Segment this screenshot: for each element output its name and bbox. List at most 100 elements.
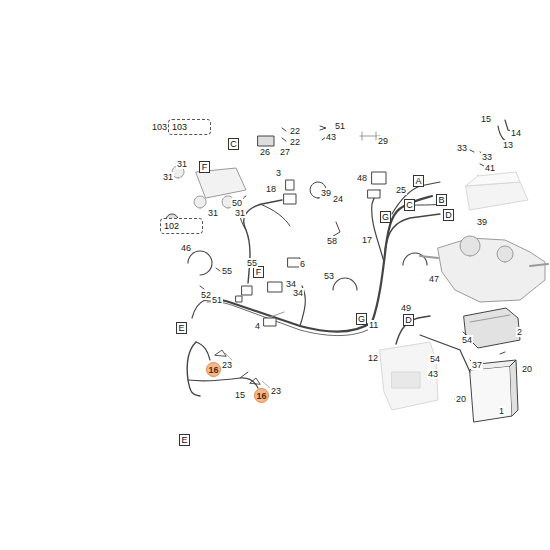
connector [236,296,242,302]
wire-harness-15 [240,372,248,378]
callout-number: 20 [521,364,533,374]
callout-number: 24 [332,194,344,204]
connector [286,180,294,190]
callout-text: 103 [172,122,187,132]
transaxle [460,236,513,262]
callout-text: G [358,314,365,324]
detail-box: 103 [168,119,211,135]
callout-number: 53 [323,271,335,281]
callout-number: 25 [395,185,407,195]
callout-number: 17 [361,235,373,245]
callout-number: 43 [325,132,337,142]
callout-number: 51 [334,121,346,131]
battery [470,366,512,422]
callout-text: C [406,200,413,210]
wire-branch [372,190,384,262]
connector-reference: D [443,209,454,221]
connector-reference: D [403,314,414,326]
callout-text: F [256,267,262,277]
connector-reference: E [176,322,187,334]
callout-number: 31 [162,172,174,182]
connector [368,190,380,198]
callout-number: 29 [377,136,389,146]
callout-text: F [202,162,208,172]
wire-branch [192,300,205,318]
callout-number: 54 [429,354,441,364]
callout-text: C [230,139,237,149]
transaxle [438,238,545,302]
connector-reference: E [179,434,190,446]
cable-tie [333,278,357,290]
callout-number: 31 [234,208,246,218]
callout-number: 55 [246,258,258,268]
callout-number: 43 [427,369,439,379]
highlight-callout: 16 [254,388,269,403]
callout-number: 22 [289,137,301,147]
callout-number: 39 [320,188,332,198]
callout-number: 55 [221,266,233,276]
callout-number: 47 [428,274,440,284]
connector-reference: G [380,211,391,223]
connector-reference: C [404,199,415,211]
wire-harness-15 [225,353,232,360]
highlight-callout: 16 [206,362,221,377]
screw [455,332,505,403]
callout-number: 50 [231,198,243,208]
callout-number: 33 [481,152,493,162]
callout-number: 34 [292,288,304,298]
callout-text: 16 [209,365,219,375]
connector-reference: F [199,161,210,173]
callout-text: 102 [164,221,179,231]
callout-text: E [181,435,187,445]
callout-text: B [438,195,444,205]
callout-number: 103 [151,122,168,132]
callout-number: 12 [367,353,379,363]
wire-harness-15 [250,378,260,384]
callout-number: 20 [455,394,467,404]
callout-number: 1 [498,406,505,416]
callout-number: 15 [234,390,246,400]
connector-reference: C [228,138,239,150]
cable-tie [403,253,427,265]
callout-number: 3 [275,168,282,178]
callout-text: D [445,210,452,220]
connector [242,286,252,295]
callout-number: 15 [480,114,492,124]
callout-number: 2 [516,327,523,337]
wire-harness-15 [262,381,270,388]
callout-number: 6 [299,259,306,269]
connector-reference: G [356,313,367,325]
callout-number: 23 [270,386,282,396]
callout-number: 31 [207,208,219,218]
battery-cover [470,315,510,322]
callout-number: 31 [176,159,188,169]
callout-number: 51 [211,295,223,305]
callout-text: G [382,212,389,222]
callout-number: 37 [471,360,483,370]
callout-number: 13 [502,140,514,150]
engine-plate [466,172,520,186]
wire-harness-15 [188,378,258,388]
connector-reference: B [436,194,447,206]
callout-number: 41 [484,163,496,173]
battery [510,360,518,416]
connector [268,282,282,292]
callout-number: 26 [259,147,271,157]
callout-text: 16 [257,391,267,401]
part-26 [258,136,274,146]
callout-number: 27 [279,147,291,157]
wire-harness [207,302,375,336]
bracket-4 [268,312,284,318]
connector [284,194,296,204]
callout-text: D [405,315,412,325]
callout-number: 11 [368,320,379,330]
wire-harness [205,196,432,332]
callout-text: E [178,323,184,333]
callout-number: 14 [510,128,522,138]
connector-reference: A [413,175,424,187]
wire-harness-15 [215,350,226,356]
part-51 [320,126,326,130]
wire-branch [260,204,290,226]
callout-number: 54 [461,335,473,345]
